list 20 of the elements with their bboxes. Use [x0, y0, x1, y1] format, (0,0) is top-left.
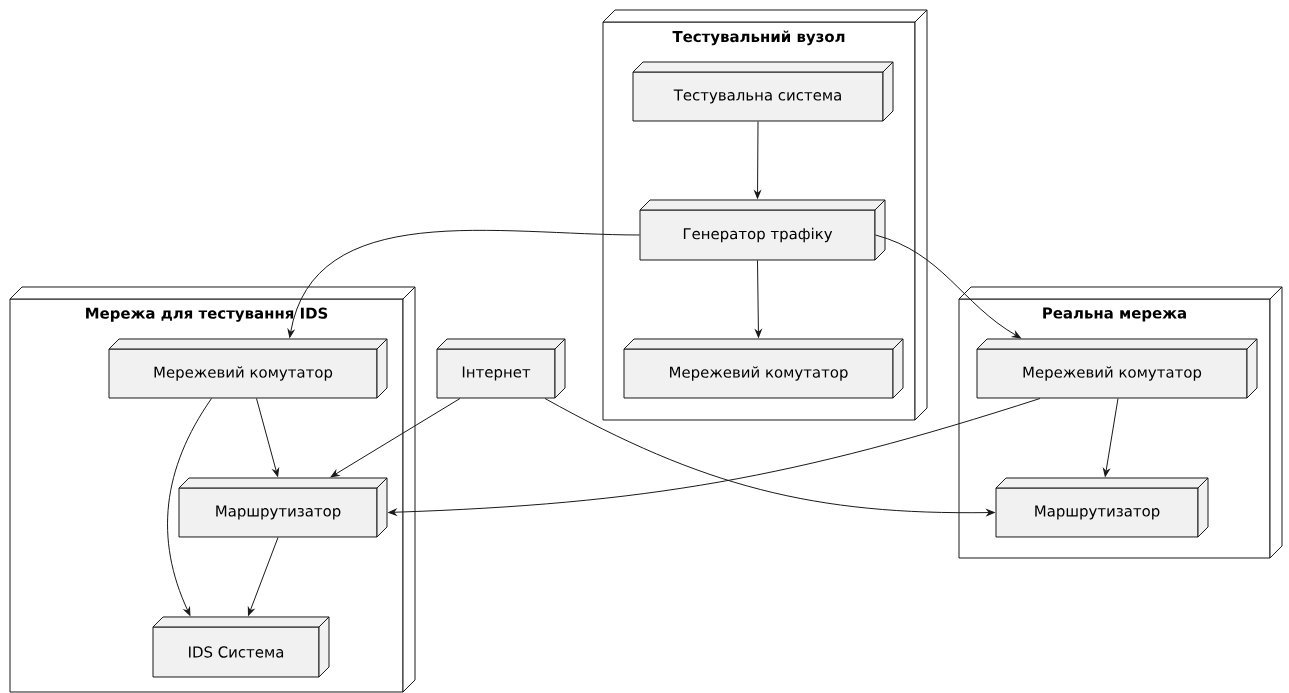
arrow	[754, 121, 761, 199]
node-box: Інтернет	[436, 338, 566, 399]
arrow	[875, 234, 1021, 339]
node-box: Мережевий комутатор	[108, 338, 388, 399]
node-box: Генератор трафіку	[639, 199, 886, 261]
arrow	[755, 260, 762, 338]
arrow	[247, 537, 279, 616]
node-box: Маршрутизатор	[178, 477, 388, 538]
arrow	[287, 229, 640, 338]
arrow	[256, 398, 280, 477]
node-box: Маршрутизатор	[995, 477, 1209, 538]
arrow	[330, 398, 461, 478]
node-box: IDS Система	[152, 616, 330, 678]
arrow	[388, 398, 1041, 516]
arrow	[1103, 398, 1119, 477]
node-box: Мережевий комутатор	[623, 338, 904, 399]
arrow	[544, 398, 995, 516]
node-box: Тестувальна система	[632, 61, 894, 122]
arrow	[167, 398, 212, 616]
node-box: Мережевий комутатор	[976, 338, 1258, 399]
